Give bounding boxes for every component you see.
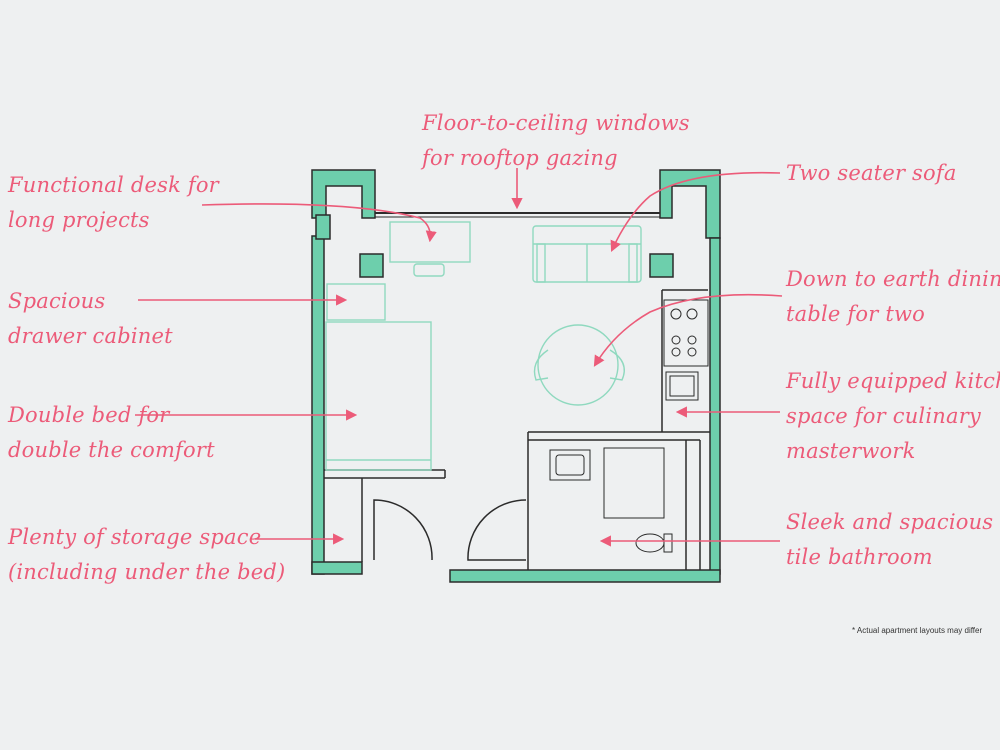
kitchen-counter [663, 299, 709, 401]
column-right [649, 253, 674, 278]
left-wall [311, 235, 325, 575]
left-wall-stub [315, 214, 331, 240]
bathroom-door [467, 499, 527, 561]
bottom-left-wall [311, 561, 363, 575]
arrow-dining [593, 293, 783, 367]
callout-desk-line-2: long projects [8, 208, 150, 232]
callout-cabinet: Spacious drawer cabinet [8, 284, 173, 354]
left-top-wall [311, 169, 376, 219]
bathroom-sink [549, 449, 591, 481]
dining-table [533, 324, 625, 406]
doors [373, 499, 527, 561]
callout-cabinet-line-1: Spacious [8, 289, 106, 313]
entrance-door [373, 499, 433, 561]
callout-windows-line-2: for rooftop gazing [422, 146, 618, 170]
callout-kitchen-line-2: space for culinary [786, 404, 981, 428]
callout-bed: Double bed for double the comfort [8, 398, 215, 468]
callout-kitchen-line-3: masterwork [786, 439, 916, 463]
right-wall [709, 237, 721, 575]
furniture [325, 221, 709, 553]
callout-desk: Functional desk for long projects [8, 168, 219, 238]
callout-dining-line-1: Down to earth dining [786, 267, 1000, 291]
callout-windows: Floor-to-ceiling windows for rooftop gaz… [422, 106, 690, 176]
desk-chair [413, 263, 445, 277]
drawer-cabinet [326, 283, 386, 321]
sofa [532, 225, 642, 283]
callout-desk-line-1: Functional desk for [8, 173, 219, 197]
callout-bathroom-line-2: tile bathroom [786, 545, 933, 569]
callout-bathroom-line-1: Sleek and spacious [786, 510, 994, 534]
callout-bed-line-1: Double bed for [8, 403, 170, 427]
column-left [359, 253, 384, 278]
double-bed [325, 321, 432, 471]
partitions [324, 289, 710, 570]
arrow-sofa [610, 171, 781, 253]
callout-sofa-line-1: Two seater sofa [786, 161, 957, 185]
callout-storage-line-1: Plenty of storage space [8, 525, 262, 549]
toilet [635, 533, 665, 553]
bathroom-fixtures [549, 447, 673, 553]
callout-storage-line-2: (including under the bed) [8, 560, 286, 584]
callout-kitchen: Fully equipped kitchen space for culinar… [786, 364, 1000, 469]
layout-disclaimer: * Actual apartment layouts may differ [852, 626, 983, 635]
right-top-wall [659, 169, 721, 239]
callout-arrows [135, 168, 783, 547]
bottom-right-wall [449, 569, 721, 583]
callout-storage: Plenty of storage space (including under… [8, 520, 285, 590]
callout-bathroom: Sleek and spacious tile bathroom [786, 505, 993, 575]
window [375, 212, 660, 218]
callout-kitchen-line-1: Fully equipped kitchen [786, 369, 1000, 393]
callout-sofa: Two seater sofa [786, 156, 957, 191]
callout-bed-line-2: double the comfort [8, 438, 215, 462]
desk [389, 221, 471, 263]
walls [311, 169, 721, 583]
callout-cabinet-line-2: drawer cabinet [8, 324, 173, 348]
arrow-desk [201, 203, 437, 243]
shower [603, 447, 665, 519]
callout-dining-line-2: table for two [786, 302, 926, 326]
callout-windows-line-1: Floor-to-ceiling windows [422, 111, 690, 135]
callout-dining: Down to earth dining table for two [786, 262, 1000, 332]
